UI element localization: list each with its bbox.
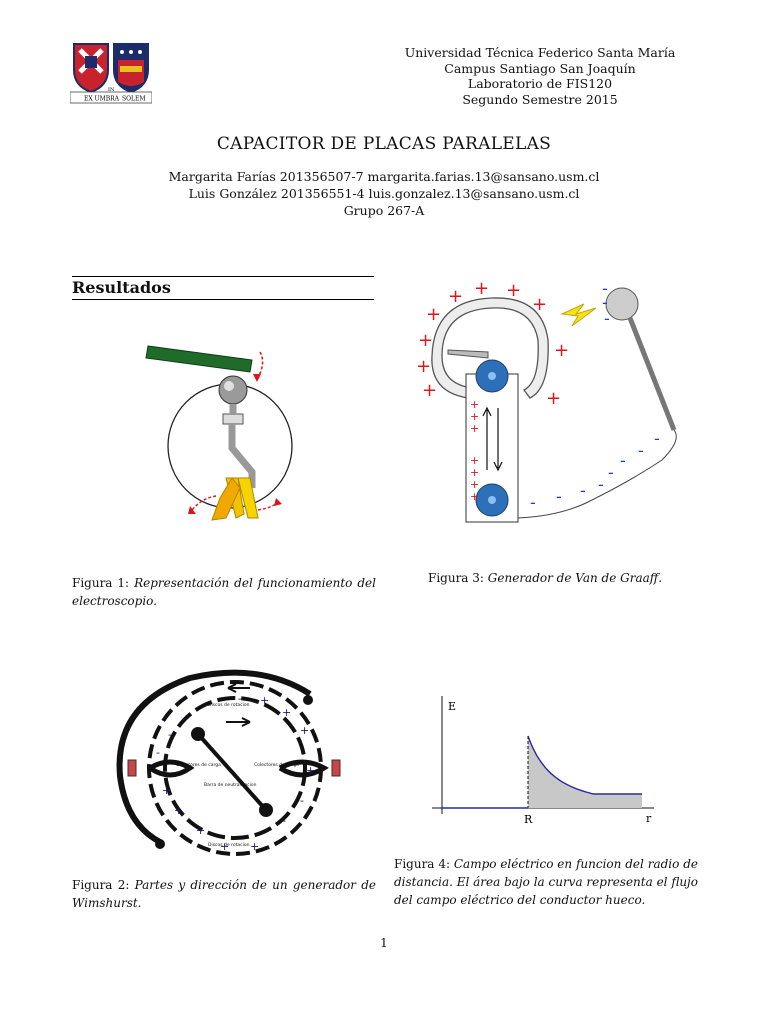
chart-axis-y-label: E (448, 700, 456, 713)
svg-text:++++ ++++ ++: ++++ ++++ ++ (416, 280, 569, 409)
logo-motto-left: EX UMBRA (84, 96, 120, 103)
author-2: Luis González 201356551-4 luis.gonzalez.… (188, 186, 580, 201)
svg-text:Discos de rotacion Discos: Discos de rotacion Discos de rotacion Co… (176, 702, 300, 848)
header-lab: Laboratorio de FIS120 (467, 76, 613, 91)
figure-2-wimshurst: Discos de rotacion Discos de rotacion Co… (116, 669, 341, 856)
figure-2-label: Figura 2: (72, 878, 130, 892)
svg-text:--- --- --- --: --- --- --- -- (530, 280, 660, 512)
header-semester: Segundo Semestre 2015 (462, 91, 618, 107)
figure-1-label: Figura 1: (72, 576, 130, 590)
wimshurst-left-collector-label: Colectores de carga (176, 762, 221, 768)
svg-text:---+ ++++ --++ ++-: ---+ ++++ --++ ++- (156, 692, 315, 853)
wimshurst-bottom-disc-label: Discos de rotacion (208, 842, 250, 848)
figure-2-caption: Figura 2: Partes y dirección de un gener… (72, 876, 376, 912)
svg-text:+++ ++++: +++ ++++ (470, 398, 483, 503)
section-heading: Resultados (72, 276, 374, 300)
chart-tick-R: R (524, 813, 533, 826)
figure-1-text: Representación del funcionamiento del el… (72, 576, 376, 608)
university-logo: EX UMBRA IN SOLEM (70, 43, 152, 104)
header-university: Universidad Técnica Federico Santa María (404, 45, 676, 60)
wimshurst-top-disc-label: Discos de rotacion (208, 702, 250, 708)
wimshurst-bar-label: Barra de neutralizacion (204, 782, 257, 788)
figure-3-label: Figura 3: (428, 571, 484, 585)
logo-motto-right: SOLEM (122, 96, 146, 103)
figure-3-van-de-graaff: +++ ++++ ++++ ++++ ++ --- --- --- -- (416, 280, 677, 523)
page-number: 1 (380, 936, 388, 950)
figure-2-text: Partes y dirección de un generador de Wi… (72, 878, 376, 910)
figure-3-text: Generador de Van de Graaff. (487, 571, 663, 585)
figure-4-text: Campo eléctrico en funcion del radio de … (394, 857, 699, 907)
figure-4-field-chart: E R r (432, 696, 654, 826)
figure-4-caption: Figura 4: Campo eléctrico en funcion del… (394, 855, 698, 909)
group-id: Grupo 267-A (343, 203, 425, 218)
section-title: Resultados (72, 278, 171, 297)
chart-axis-x-label: r (646, 812, 652, 825)
wimshurst-right-collector-label: Colectores de carga (254, 762, 299, 768)
figure-4-label: Figura 4: (394, 857, 450, 871)
figure-1-electroscope (145, 345, 293, 521)
logo-motto-center: IN (108, 87, 115, 93)
figure-3-caption: Figura 3: Generador de Van de Graaff. (428, 569, 708, 587)
figure-1-caption: Figura 1: Representación del funcionamie… (72, 574, 376, 610)
header-campus: Campus Santiago San Joaquín (444, 60, 636, 76)
author-1: Margarita Farías 201356507-7 margarita.f… (168, 169, 600, 184)
document-title: CAPACITOR DE PLACAS PARALELAS (216, 134, 552, 154)
